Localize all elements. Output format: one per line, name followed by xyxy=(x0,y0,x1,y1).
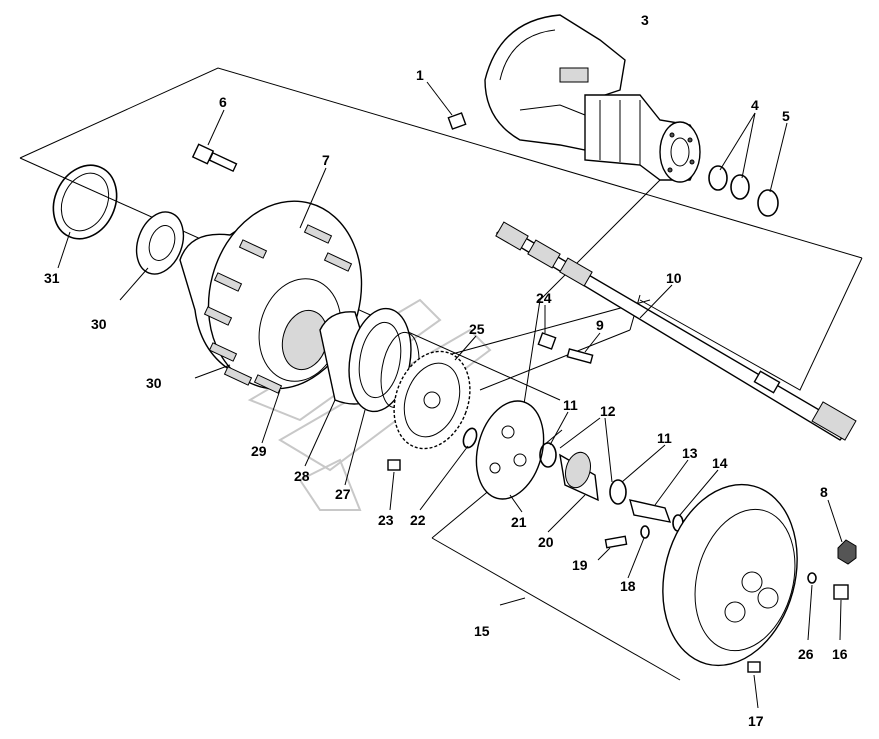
bearing-30 xyxy=(119,211,185,301)
label-27: 27 xyxy=(335,486,351,502)
label-19: 19 xyxy=(572,557,588,573)
label-20: 20 xyxy=(538,534,554,550)
label-26: 26 xyxy=(798,646,814,662)
label-29: 29 xyxy=(251,443,267,459)
label-11-lower: 11 xyxy=(657,430,672,446)
drive-shaft xyxy=(495,221,857,441)
label-16: 16 xyxy=(832,646,848,662)
rings-4-5 xyxy=(708,112,788,217)
label-3: 3 xyxy=(641,12,649,28)
part-1-plug xyxy=(426,81,467,130)
axle-housing xyxy=(484,14,701,183)
label-21: 21 xyxy=(511,514,527,530)
label-18: 18 xyxy=(620,578,636,594)
label-22: 22 xyxy=(410,512,426,528)
hub-cover xyxy=(499,483,798,667)
hub-studs xyxy=(203,224,353,394)
label-10: 10 xyxy=(666,270,682,286)
part-9-bolt xyxy=(566,332,601,364)
label-25: 25 xyxy=(469,321,485,337)
label-14: 14 xyxy=(712,455,728,471)
small-fasteners xyxy=(387,305,557,511)
label-7: 7 xyxy=(322,152,330,168)
sun-gear-assembly xyxy=(539,411,666,533)
label-15: 15 xyxy=(474,623,490,639)
label-30-lower: 30 xyxy=(146,375,162,391)
nuts-and-plugs xyxy=(747,499,857,709)
toothed-carrier xyxy=(393,335,477,450)
label-13: 13 xyxy=(682,445,698,461)
label-1: 1 xyxy=(416,67,424,83)
label-8: 8 xyxy=(820,484,828,500)
label-17: 17 xyxy=(748,713,764,729)
pin-and-washers xyxy=(597,459,719,579)
label-23: 23 xyxy=(378,512,394,528)
label-4: 4 xyxy=(751,97,759,113)
label-12: 12 xyxy=(600,403,616,419)
callout-labels: 1 3 4 5 6 7 8 9 10 11 11 12 13 14 15 16 … xyxy=(44,12,848,729)
label-6: 6 xyxy=(219,94,227,110)
label-28: 28 xyxy=(294,468,310,484)
seal-31 xyxy=(52,164,118,269)
label-11-upper: 11 xyxy=(563,397,578,413)
label-5: 5 xyxy=(782,108,790,124)
part-6-bolt xyxy=(191,109,238,173)
label-30-upper: 30 xyxy=(91,316,107,332)
label-9: 9 xyxy=(596,317,604,333)
label-31: 31 xyxy=(44,270,60,286)
label-24: 24 xyxy=(536,290,552,306)
